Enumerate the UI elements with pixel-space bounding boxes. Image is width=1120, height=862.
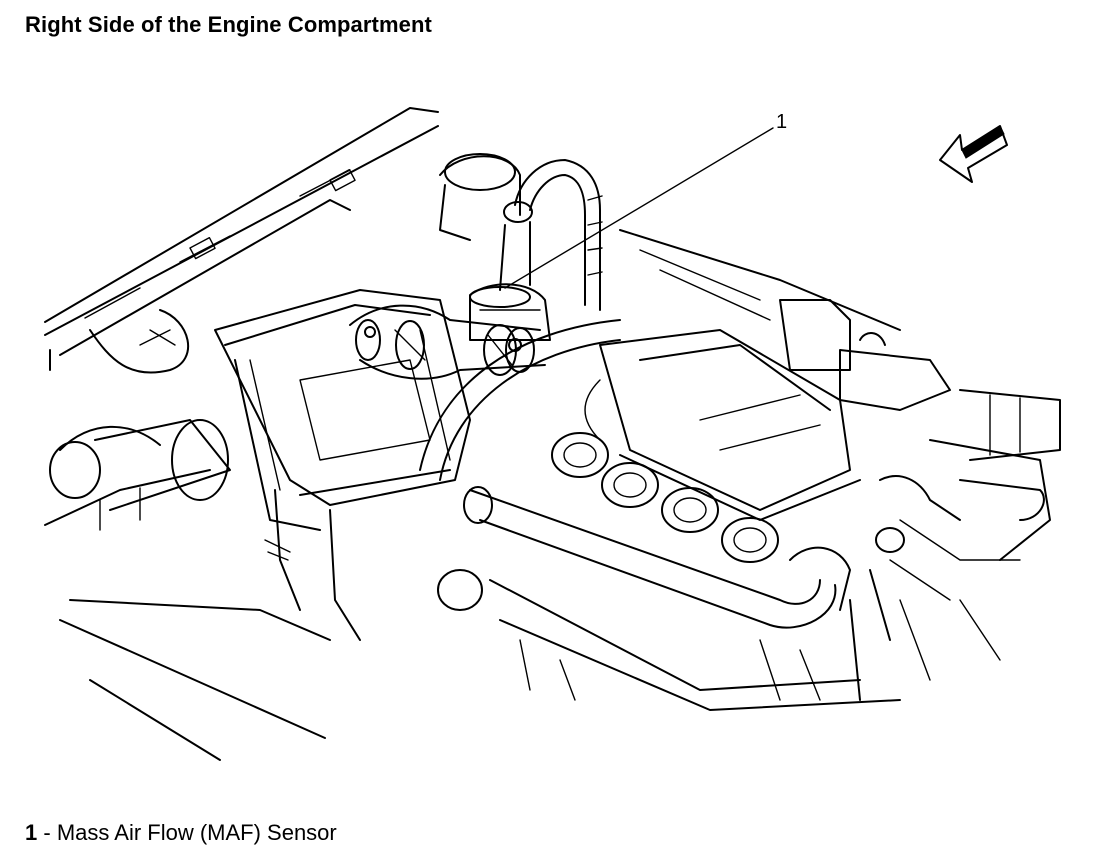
legend-item-1: 1 - Mass Air Flow (MAF) Sensor <box>25 820 337 846</box>
forward-arrow-icon <box>939 125 1008 183</box>
legend-label: Mass Air Flow (MAF) Sensor <box>56 820 337 845</box>
air-cleaner-housing <box>214 289 471 641</box>
legend-separator: - <box>37 820 57 845</box>
intake-plenum <box>584 329 861 521</box>
right-side-components <box>779 299 1061 701</box>
callout-1-number: 1 <box>776 111 787 133</box>
intake-duct <box>349 304 546 380</box>
upper-hoses <box>439 153 603 311</box>
intake-runners <box>551 432 779 563</box>
fuel-rail <box>463 486 851 629</box>
callout-1: 1 <box>504 111 787 289</box>
callout-1-leader-line <box>504 127 774 289</box>
fender-outline <box>44 107 439 371</box>
page-title: Right Side of the Engine Compartment <box>25 12 432 37</box>
left-side-structure <box>44 309 331 761</box>
engine-block-outline <box>419 229 901 711</box>
legend-number: 1 <box>25 820 38 845</box>
